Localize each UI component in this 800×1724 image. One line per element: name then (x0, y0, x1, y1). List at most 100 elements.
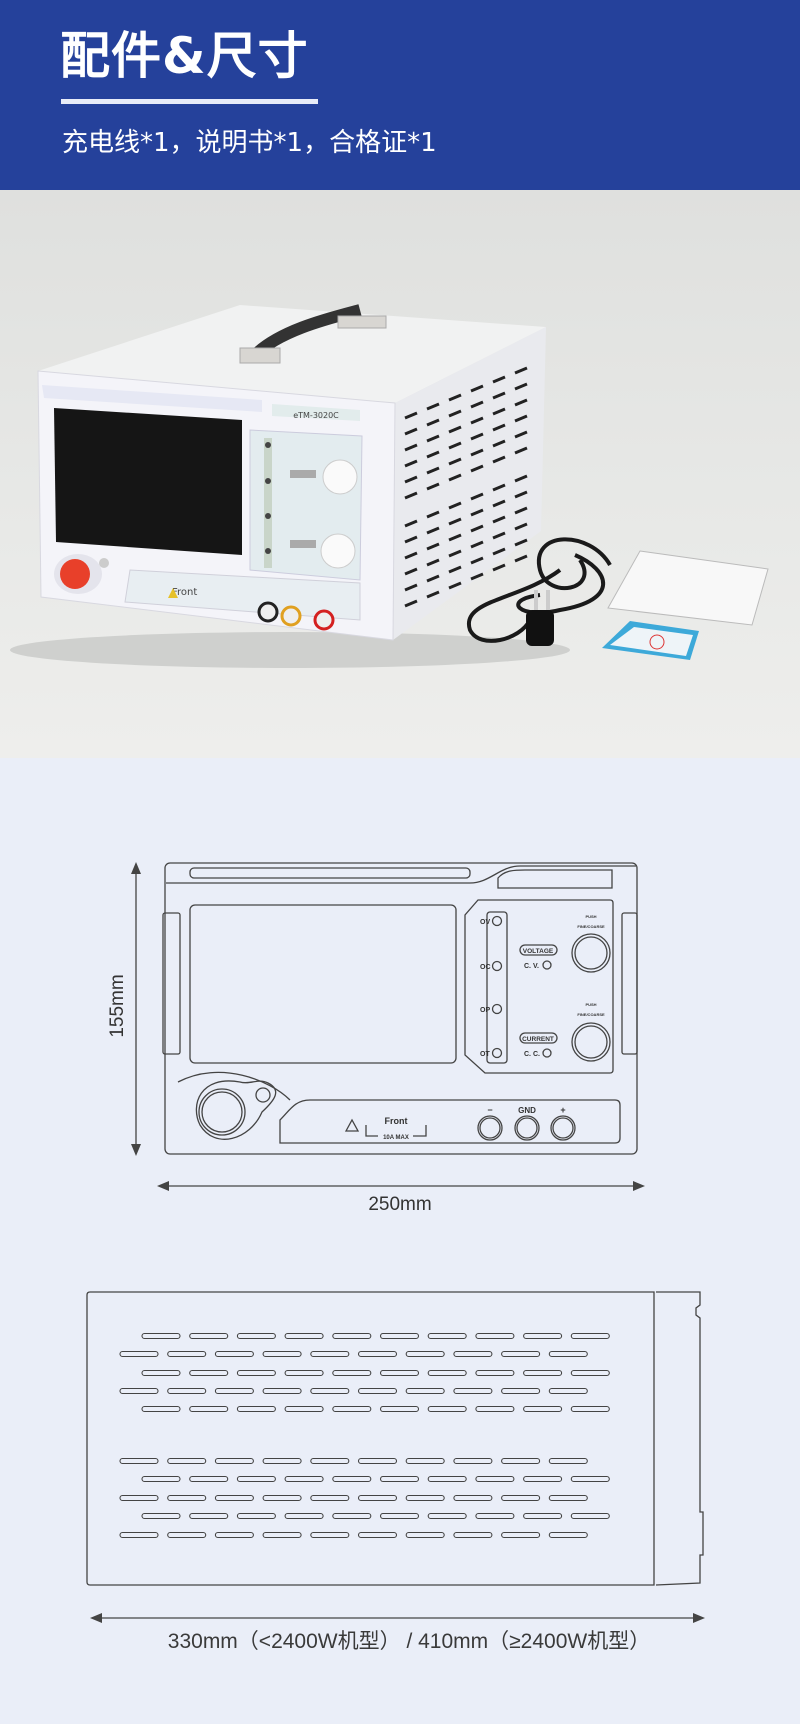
louver-slot (214, 1387, 254, 1395)
power-supply-photo: eTM-3020C Front (10, 304, 769, 668)
screen-outline (189, 904, 457, 1064)
user-manual (607, 550, 769, 626)
louver-slot (141, 1475, 181, 1483)
voltage-label: VOLTAGE (523, 948, 554, 955)
louver-slot (310, 1387, 350, 1395)
current-label: CURRENT (522, 1036, 554, 1043)
model-strip (272, 404, 360, 421)
height-arrow (131, 862, 141, 1156)
louver-slot (284, 1405, 324, 1413)
louver-slot (214, 1457, 254, 1465)
louver-slot (453, 1387, 493, 1395)
push-label: PUSH (585, 1002, 596, 1007)
louver-slot (427, 1405, 467, 1413)
louver-slot (570, 1512, 610, 1520)
louver-slot (167, 1387, 207, 1395)
louver-slot (379, 1405, 420, 1413)
width-dimension: 250mm (368, 1194, 432, 1215)
plug-pin (534, 590, 538, 610)
gnd-terminal (280, 605, 302, 627)
louver-slot (310, 1350, 350, 1358)
louver-slot (236, 1405, 276, 1413)
power-plug (526, 610, 554, 646)
fine-coarse-label: FINE/COARSE (577, 1012, 605, 1017)
control-panel-outline (464, 899, 614, 1074)
louver-slot (548, 1457, 588, 1465)
louver-slot (427, 1332, 467, 1340)
handle-bracket (239, 347, 281, 364)
ot-label: OT (480, 1051, 490, 1058)
louver-slot (167, 1531, 207, 1539)
bottom-panel-outline (279, 1099, 621, 1144)
led-column (264, 438, 272, 568)
louver-slot (141, 1332, 181, 1340)
oc-label: OC (480, 964, 491, 971)
louver-slot (357, 1494, 398, 1502)
push-label: PUSH (585, 914, 596, 919)
louver-slot (405, 1531, 445, 1539)
louver-slot (501, 1350, 541, 1358)
negative-label: − (487, 1105, 492, 1115)
louver-slot (332, 1369, 372, 1377)
right-handle (621, 912, 638, 1055)
side-louvers (119, 1332, 610, 1539)
page-title: 配件&尺寸 (60, 27, 309, 85)
front-view-drawing (162, 862, 638, 1155)
louver-slot (523, 1512, 563, 1520)
left-handle (162, 912, 181, 1055)
louver-slot (548, 1531, 588, 1539)
front-label: Front (172, 587, 197, 598)
louver-slot (236, 1332, 276, 1340)
accessories-list: 充电线*1，说明书*1，合格证*1 (62, 128, 437, 158)
louver-slot (141, 1369, 181, 1377)
louver-slot (332, 1332, 372, 1340)
current-tag (290, 540, 316, 548)
louver-slot (332, 1512, 372, 1520)
side-vents (404, 366, 528, 608)
brand-strip (42, 385, 262, 412)
louver-slot (167, 1494, 207, 1502)
louver-slot (167, 1350, 207, 1358)
power-icon (99, 558, 109, 568)
certificate-face (610, 627, 693, 656)
max-current-label: 10A MAX (383, 1135, 409, 1141)
louver-slot (119, 1494, 159, 1502)
louver-slot (141, 1512, 181, 1520)
depth-dimension: 330mm（<2400W机型） / 410mm（≥2400W机型） (167, 1630, 651, 1653)
positive-label: + (560, 1105, 565, 1115)
louver-slot (262, 1350, 302, 1358)
louver-slot (357, 1457, 398, 1465)
louver-slot (379, 1512, 420, 1520)
power-button (60, 559, 90, 589)
current-knob (320, 533, 356, 569)
louver-slot (119, 1350, 159, 1358)
louver-slot (236, 1475, 276, 1483)
louver-slot (570, 1405, 610, 1413)
header-banner: 配件&尺寸 充电线*1，说明书*1，合格证*1 (0, 0, 800, 190)
louver-slot (405, 1494, 445, 1502)
louver-slot (189, 1512, 229, 1520)
shadow (10, 632, 570, 668)
louver-slot (523, 1332, 563, 1340)
product-photo: eTM-3020C Front (0, 190, 800, 758)
louver-slot (453, 1350, 493, 1358)
louver-slot (405, 1457, 445, 1465)
louver-slot (501, 1387, 541, 1395)
louver-slot (284, 1332, 324, 1340)
louver-slot (189, 1475, 229, 1483)
width-arrow (157, 1181, 645, 1191)
louver-slot (357, 1350, 398, 1358)
louver-slot (189, 1332, 229, 1340)
louver-slot (405, 1350, 445, 1358)
status-leds (265, 442, 271, 554)
gnd-label: GND (518, 1106, 536, 1115)
louver-slot (570, 1332, 610, 1340)
louver-slot (141, 1405, 181, 1413)
louver-slot (475, 1475, 515, 1483)
louver-slot (501, 1457, 541, 1465)
louver-slot (332, 1475, 372, 1483)
plug-pin (546, 590, 550, 610)
louver-slot (475, 1512, 515, 1520)
warning-icon (344, 1118, 360, 1132)
